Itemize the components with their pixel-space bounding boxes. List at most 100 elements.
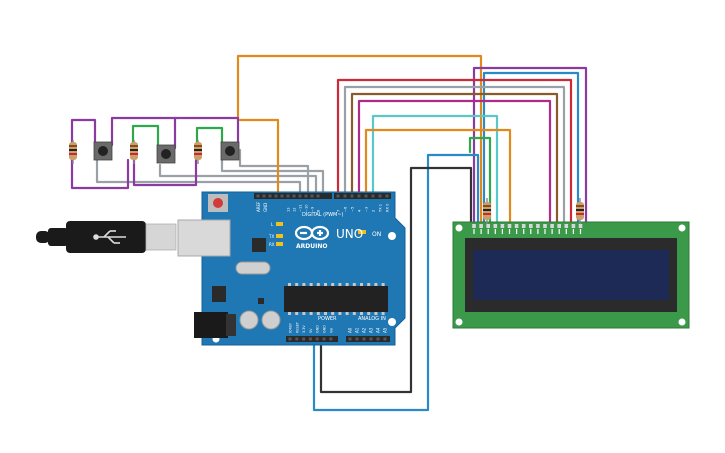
lcd-pin[interactable] — [507, 224, 512, 228]
digital-pin-hole[interactable] — [364, 194, 368, 198]
digital-pin-hole[interactable] — [357, 194, 361, 198]
resistor-2[interactable] — [130, 140, 138, 164]
digital-pin-hole[interactable] — [336, 194, 340, 198]
digital-pin-hole[interactable] — [304, 194, 308, 198]
wire-gray-button1[interactable] — [95, 158, 302, 194]
digital-pin-label: 13 — [287, 207, 291, 212]
lcd-pin[interactable] — [557, 224, 561, 228]
wire-green-jumper1[interactable] — [131, 124, 160, 147]
wire-black-gnd[interactable] — [319, 166, 473, 394]
lcd-pin[interactable] — [529, 224, 533, 228]
lcd-pin-mark — [572, 229, 574, 234]
header-pin-hole[interactable] — [274, 194, 278, 198]
lcd-pin[interactable] — [521, 224, 526, 228]
power-pin-hole[interactable] — [329, 337, 333, 341]
digital-pin-hole[interactable] — [385, 194, 389, 198]
power-pin-hole[interactable] — [302, 337, 306, 341]
digital-pin-label: TX 1 — [379, 204, 383, 213]
analog-pin-hole[interactable] — [383, 337, 387, 341]
power-pin-hole[interactable] — [295, 337, 299, 341]
digital-pin-hole[interactable] — [292, 194, 296, 198]
analog-pin-hole[interactable] — [376, 337, 380, 341]
resistor-1[interactable] — [69, 140, 77, 164]
digital-pin-hole[interactable] — [316, 194, 320, 198]
wire-green-jumper2[interactable] — [195, 126, 224, 147]
capacitor-2 — [261, 310, 281, 330]
analog-header — [346, 336, 390, 342]
lcd-pin[interactable] — [571, 224, 576, 228]
wire-red-d7[interactable] — [336, 78, 573, 224]
wire-orange-d2[interactable] — [364, 128, 512, 224]
wire-cyan-d3[interactable] — [371, 114, 499, 224]
usb-cable[interactable] — [36, 221, 177, 253]
lcd-pin[interactable] — [500, 224, 505, 228]
digital-pin-hole[interactable] — [378, 194, 382, 198]
analog-pin-hole[interactable] — [355, 337, 359, 341]
power-pin-hole[interactable] — [315, 337, 319, 341]
lcd-pin[interactable] — [486, 224, 490, 228]
digital-pin-hole[interactable] — [371, 194, 375, 198]
chip-pin — [374, 312, 378, 315]
analog-pin-hole[interactable] — [348, 337, 352, 341]
digital-pin-label: RX 0 — [386, 203, 390, 212]
reset-button[interactable] — [208, 194, 228, 212]
power-pin-label: RESET — [295, 321, 299, 333]
digital-pin-hole[interactable] — [286, 194, 290, 198]
header-pin-hole[interactable] — [268, 194, 272, 198]
lcd-pin-mark — [480, 229, 482, 234]
digital-pin-label: 4 — [358, 209, 362, 212]
power-pin-hole[interactable] — [288, 337, 292, 341]
lcd-pin[interactable] — [493, 224, 498, 228]
lcd-pin[interactable] — [514, 224, 519, 228]
analog-pin-hole[interactable] — [362, 337, 366, 341]
digital-pin-hole[interactable] — [298, 194, 302, 198]
pushbutton-1[interactable] — [93, 141, 113, 161]
wire-gray-button4[interactable] — [238, 148, 310, 194]
digital-pin-hole[interactable] — [350, 194, 354, 198]
power-pin-label: 5V — [309, 328, 313, 333]
wire-orange-gnd[interactable] — [238, 118, 280, 194]
header-pin-hole[interactable] — [280, 194, 284, 198]
aref-label: AREF — [256, 201, 261, 212]
power-pin-label: 3.3V — [302, 325, 306, 333]
pushbutton-3[interactable] — [220, 141, 240, 161]
lcd-resistor-2[interactable] — [576, 198, 584, 224]
wire-gray-button3[interactable] — [220, 158, 325, 194]
wire-gray-d6[interactable] — [343, 85, 566, 224]
power-pin-hole[interactable] — [308, 337, 312, 341]
lcd-pin[interactable] — [543, 224, 547, 228]
wire-purple-mid[interactable] — [110, 116, 177, 150]
wire-purple-lcd-right[interactable] — [472, 66, 588, 224]
lcd-16x2-display[interactable] — [452, 221, 690, 329]
atmega-chip — [284, 286, 388, 312]
wire-purple-left[interactable] — [70, 118, 97, 147]
wire-blue-power[interactable] — [312, 153, 480, 412]
arduino-logo-text: ARDUINO — [296, 243, 327, 250]
digital-pin-hole[interactable] — [310, 194, 314, 198]
pushbutton-2[interactable] — [156, 144, 176, 164]
header-pin-hole[interactable] — [256, 194, 260, 198]
wire-gray-button2[interactable] — [158, 163, 318, 194]
header-pin-hole[interactable] — [262, 194, 266, 198]
lcd-pin[interactable] — [479, 224, 483, 228]
lcd-pin[interactable] — [564, 224, 569, 228]
chip-pin — [360, 283, 363, 286]
wire-magenta-d4[interactable] — [357, 99, 552, 224]
lcd-resistor-1[interactable] — [483, 198, 491, 224]
lcd-pin[interactable] — [550, 224, 554, 228]
power-pin-hole[interactable] — [322, 337, 326, 341]
analog-pin-hole[interactable] — [369, 337, 373, 341]
wire-purple-bottom2[interactable] — [132, 158, 198, 187]
wire-brown-d5[interactable] — [350, 92, 559, 224]
wire-purple-right[interactable] — [173, 116, 240, 150]
lcd-pin[interactable] — [472, 224, 476, 228]
lcd-pin[interactable] — [536, 224, 540, 228]
wire-blue-lcd[interactable] — [482, 71, 580, 224]
wire-purple-bottom[interactable] — [70, 158, 130, 190]
digital-pin-label: ~5 — [351, 207, 355, 212]
digital-pin-hole[interactable] — [343, 194, 347, 198]
resistor-3[interactable] — [194, 140, 202, 164]
lcd-pin[interactable] — [578, 224, 583, 228]
wire-green-lcd[interactable] — [468, 136, 492, 224]
